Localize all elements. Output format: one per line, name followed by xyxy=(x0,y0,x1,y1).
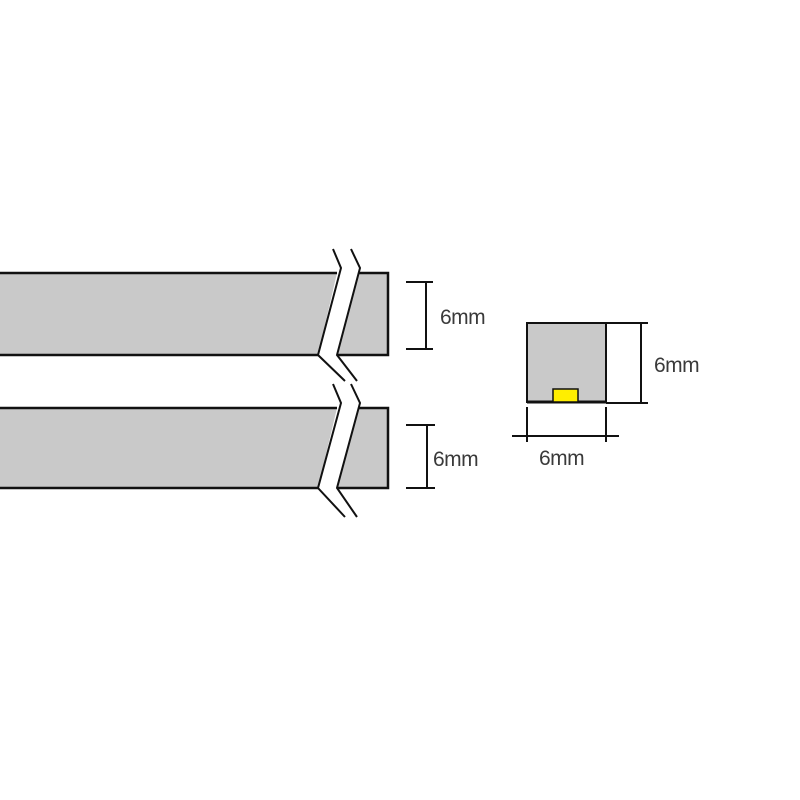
top-strip-height-label: 6mm xyxy=(440,306,486,329)
break-line xyxy=(335,248,362,382)
top-strip-dimension xyxy=(406,281,433,350)
cross-section-height-label: 6mm xyxy=(654,354,700,377)
break-line xyxy=(335,383,362,518)
cross-section-height-dimension xyxy=(606,322,648,404)
cross-section-width-label: 6mm xyxy=(539,447,585,470)
top-strip xyxy=(0,248,390,382)
cross-section xyxy=(526,322,607,404)
break-line xyxy=(316,248,346,382)
led-chip xyxy=(552,388,579,403)
cross-section-width-dimension xyxy=(512,407,619,442)
bottom-strip-height-label: 6mm xyxy=(433,448,479,471)
break-line xyxy=(316,383,346,518)
bottom-strip-dimension xyxy=(406,424,435,489)
bottom-strip xyxy=(0,383,390,518)
